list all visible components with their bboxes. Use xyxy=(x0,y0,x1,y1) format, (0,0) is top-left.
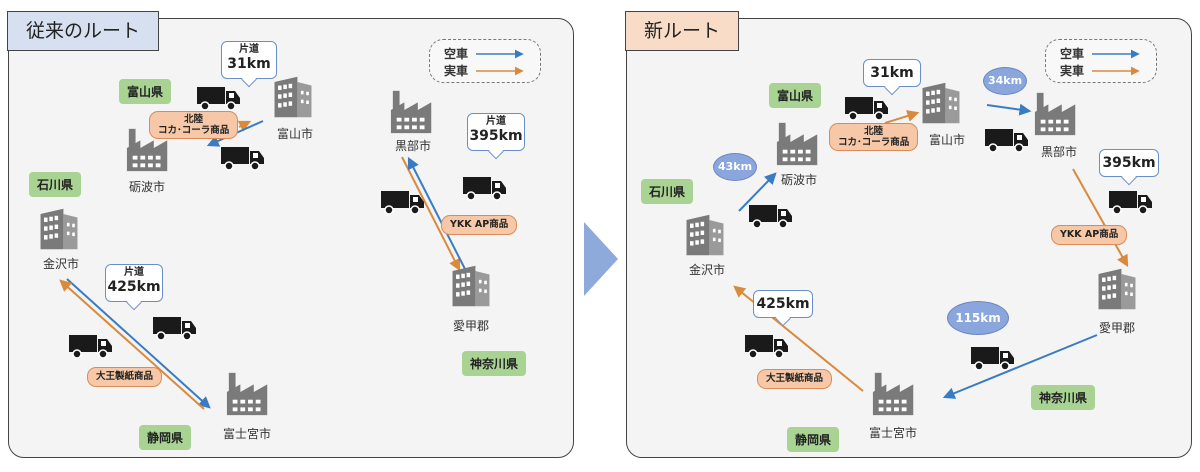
legend-empty-label: 空車 xyxy=(1060,47,1085,61)
new-empty-distance-43: 43km xyxy=(713,153,757,181)
old-ykk-loaded-arrow xyxy=(401,156,461,272)
new-city-fuji: 富士宮市 xyxy=(869,426,918,440)
old-route-title: 従来のルート xyxy=(7,11,160,51)
old-route-panel: 従来のルート 空車 実車 富山県 石川県 静岡県 神奈川県 富山市 砺波市 黒部… xyxy=(7,11,574,458)
legend-loaded-row: 実車 xyxy=(444,62,524,79)
new-distance-395: 395km xyxy=(1099,149,1159,177)
new-legend: 空車 実車 xyxy=(1045,39,1157,83)
old-city-toyama: 富山市 xyxy=(277,127,314,141)
legend-loaded-label: 実車 xyxy=(1060,64,1085,78)
new-route-title: 新ルート xyxy=(625,11,740,51)
new-pref-ishikawa: 石川県 xyxy=(641,179,694,204)
old-product-ykk: YKK AP商品 xyxy=(441,215,518,235)
legend-loaded-row: 実車 xyxy=(1060,62,1140,79)
legend-loaded-arrow xyxy=(1092,66,1140,76)
truck-icon xyxy=(221,145,265,171)
old-fuji-factory-icon xyxy=(225,369,273,417)
old-product-cocacola: 北陸 コカ･コーラ商品 xyxy=(149,111,239,139)
old-kurobe-factory-icon xyxy=(389,87,437,135)
truck-icon xyxy=(1109,189,1153,215)
truck-icon xyxy=(153,315,197,341)
cocacola-line1: 北陸 xyxy=(864,126,884,137)
new-city-kanazawa: 金沢市 xyxy=(689,263,726,277)
new-city-kurobe: 黒部市 xyxy=(1041,145,1078,159)
truck-icon xyxy=(745,333,789,359)
new-kanazawa-tonami-empty-arrow xyxy=(738,172,777,212)
distance-395-label: 片道 xyxy=(486,116,506,127)
old-route-lines xyxy=(59,120,466,410)
cocacola-line2: コカ･コーラ商品 xyxy=(158,125,230,136)
legend-empty-label: 空車 xyxy=(444,47,469,61)
new-pref-kanagawa: 神奈川県 xyxy=(1031,385,1096,410)
new-empty-distance-115: 115km xyxy=(947,301,1009,335)
truck-icon xyxy=(985,127,1029,153)
old-toyama-loaded-arrow xyxy=(237,120,252,132)
transition-arrow-icon xyxy=(584,222,618,296)
new-route-panel: 新ルート 空車 実車 富山県 石川県 静岡県 神奈川県 砺波市 富山市 黒部市 … xyxy=(625,11,1192,458)
legend-empty-row: 空車 xyxy=(444,45,524,62)
legend-loaded-label: 実車 xyxy=(444,64,469,78)
truck-icon xyxy=(197,85,241,111)
new-product-daio: 大王製紙商品 xyxy=(757,369,833,389)
legend-loaded-arrow xyxy=(476,66,524,76)
new-kanazawa-building-icon xyxy=(683,213,727,257)
old-city-tonami: 砺波市 xyxy=(129,180,166,194)
distance-31-value: 31km xyxy=(227,56,271,72)
new-toyama-loaded-arrow xyxy=(884,110,920,124)
old-pref-kanagawa: 神奈川県 xyxy=(462,351,527,376)
old-city-kanazawa: 金沢市 xyxy=(43,257,80,271)
new-city-toyama: 富山市 xyxy=(929,133,966,147)
truck-icon xyxy=(381,189,425,215)
truck-icon xyxy=(463,175,507,201)
new-aiko-fuji-empty-arrow xyxy=(942,334,1098,399)
cocacola-line1: 北陸 xyxy=(184,114,204,125)
new-distance-31: 31km xyxy=(863,59,921,87)
old-city-aiko: 愛甲郡 xyxy=(453,319,490,333)
new-tonami-factory-icon xyxy=(775,119,823,167)
truck-icon xyxy=(971,345,1015,371)
new-pref-shizuoka: 静岡県 xyxy=(787,427,840,452)
new-route-lines xyxy=(733,103,1129,399)
new-toyama-building-icon xyxy=(919,81,963,125)
new-ykk-loaded-arrow xyxy=(1072,168,1129,268)
truck-icon xyxy=(69,333,113,359)
old-pref-shizuoka: 静岡県 xyxy=(139,425,192,450)
truck-icon xyxy=(749,203,793,229)
old-distance-425: 片道 425km xyxy=(105,264,163,302)
old-daio-loaded-arrow xyxy=(59,279,205,410)
distance-425-value: 425km xyxy=(107,279,161,295)
legend-empty-arrow xyxy=(1092,49,1140,59)
new-toyama-kurobe-empty-arrow xyxy=(986,103,1032,116)
legend-empty-row: 空車 xyxy=(1060,45,1140,62)
new-empty-distance-34: 34km xyxy=(983,67,1027,95)
new-pref-toyama: 富山県 xyxy=(769,83,822,108)
old-pref-ishikawa: 石川県 xyxy=(29,172,82,197)
new-distance-425: 425km xyxy=(753,290,813,318)
old-legend: 空車 実車 xyxy=(429,39,541,83)
distance-425-label: 片道 xyxy=(124,267,144,278)
distance-31-label: 片道 xyxy=(239,44,259,55)
old-toyama-building-icon xyxy=(271,75,315,119)
new-city-tonami: 砺波市 xyxy=(781,173,818,187)
legend-empty-arrow xyxy=(476,49,524,59)
new-aiko-building-icon xyxy=(1095,267,1139,311)
old-aiko-building-icon xyxy=(449,264,493,308)
old-distance-395: 片道 395km xyxy=(467,113,525,151)
truck-icon xyxy=(845,95,889,121)
distance-395-value: 395km xyxy=(469,128,523,144)
new-city-aiko: 愛甲郡 xyxy=(1099,321,1136,335)
new-kurobe-factory-icon xyxy=(1033,89,1081,137)
old-distance-31: 片道 31km xyxy=(221,41,277,79)
old-pref-toyama: 富山県 xyxy=(119,79,172,104)
old-city-fuji: 富士宮市 xyxy=(223,427,272,441)
old-city-kurobe: 黒部市 xyxy=(395,139,432,153)
new-product-cocacola: 北陸 コカ･コーラ商品 xyxy=(829,123,919,151)
old-daio-empty-arrow xyxy=(66,278,211,409)
old-product-daio: 大王製紙商品 xyxy=(87,367,163,387)
new-fuji-factory-icon xyxy=(871,369,919,417)
cocacola-line2: コカ･コーラ商品 xyxy=(838,137,910,148)
old-ykk-empty-arrow xyxy=(407,156,466,270)
old-kanazawa-building-icon xyxy=(37,207,81,251)
new-product-ykk: YKK AP商品 xyxy=(1051,225,1128,245)
